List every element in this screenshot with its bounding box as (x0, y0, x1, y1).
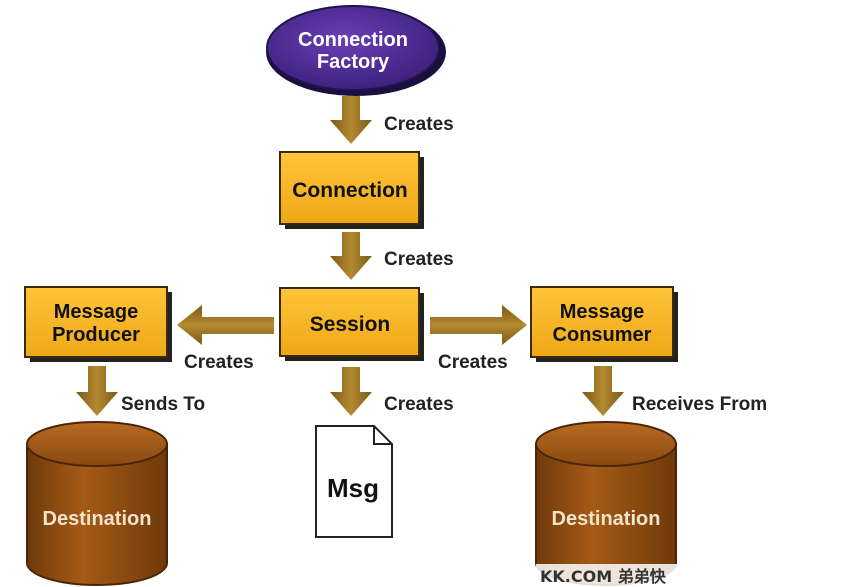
label-receives-from: Receives From (632, 394, 767, 415)
producer-label-line2: Producer (52, 324, 140, 346)
arrow-right-icon (430, 305, 527, 345)
label-session-creates-msg: Creates (384, 394, 454, 415)
label-factory-creates: Creates (384, 114, 454, 135)
arrow-down-icon (330, 367, 372, 416)
msg-label: Msg (327, 473, 379, 503)
destination-left-cylinder: Destination (26, 421, 168, 586)
connection-factory-node: Connection Factory (266, 5, 446, 96)
arrow-down-icon (582, 366, 624, 416)
destination-left-label: Destination (43, 508, 152, 530)
connection-node: Connection (279, 151, 424, 229)
watermark-text: KK.COM 弟弟快 (540, 567, 667, 586)
arrow-down-icon (330, 232, 372, 280)
destination-right-cylinder: Destination (535, 421, 677, 586)
label-connection-creates: Creates (384, 249, 454, 270)
factory-label-line1: Connection (298, 29, 408, 51)
session-node: Session (279, 287, 424, 361)
connection-label: Connection (292, 179, 408, 202)
message-document-icon: Msg (315, 425, 393, 538)
destination-right-label: Destination (552, 508, 661, 530)
arrow-left-icon (177, 305, 274, 345)
session-label: Session (310, 313, 391, 336)
producer-label-line1: Message (54, 301, 139, 323)
label-sends-to: Sends To (121, 394, 205, 415)
arrow-down-icon (76, 366, 118, 416)
message-consumer-node: Message Consumer (530, 286, 678, 362)
factory-label-line2: Factory (317, 51, 390, 73)
watermark: KK.COM 弟弟快 (536, 564, 686, 587)
arrow-down-icon (330, 96, 372, 144)
consumer-label-line1: Message (560, 301, 645, 323)
message-producer-node: Message Producer (24, 286, 172, 362)
label-session-creates-producer: Creates (184, 352, 254, 373)
consumer-label-line2: Consumer (553, 324, 652, 346)
label-session-creates-consumer: Creates (438, 352, 508, 373)
